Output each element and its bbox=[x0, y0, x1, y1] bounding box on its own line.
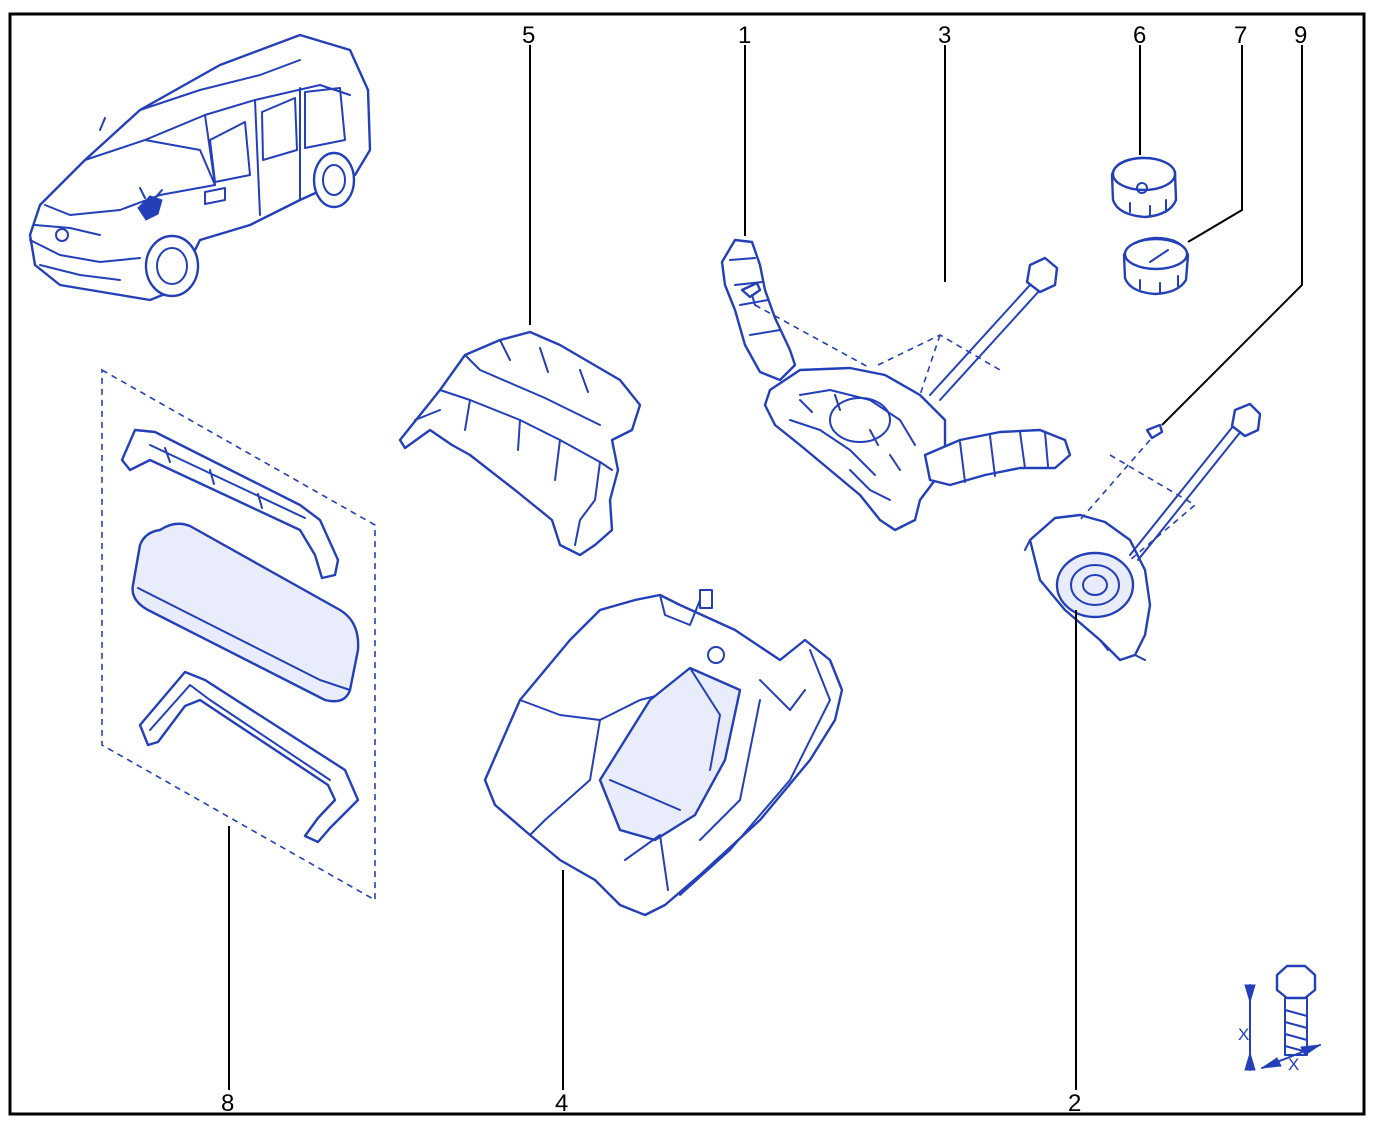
callout-8: 8 bbox=[221, 1090, 234, 1117]
leader-lines bbox=[228, 45, 1303, 1090]
callout-2: 2 bbox=[1068, 1090, 1081, 1117]
callout-9: 9 bbox=[1294, 22, 1307, 49]
dashed-group-outline bbox=[101, 368, 376, 902]
part-2-rotary-connector bbox=[1024, 402, 1262, 662]
callout-3: 3 bbox=[938, 22, 951, 49]
torque-label-a: X bbox=[1238, 1025, 1249, 1044]
part-7-cap bbox=[1122, 236, 1190, 296]
leader-7 bbox=[1187, 45, 1243, 243]
part-4-lower-shroud bbox=[483, 589, 844, 917]
callout-4: 4 bbox=[555, 1090, 568, 1117]
callout-6: 6 bbox=[1133, 22, 1146, 49]
diagram-frame bbox=[8, 12, 1366, 1116]
part-6-cap bbox=[1110, 156, 1178, 219]
vehicle-illustration bbox=[28, 33, 372, 302]
torque-label-b: X bbox=[1288, 1055, 1299, 1074]
part-8-trim-set bbox=[101, 368, 376, 902]
callout-labels: 5 1 3 6 7 9 8 4 2 bbox=[221, 22, 1307, 1117]
part-5-upper-shroud bbox=[398, 330, 642, 557]
torque-symbol: X X bbox=[1238, 964, 1321, 1074]
callout-7: 7 bbox=[1234, 22, 1247, 49]
callout-5: 5 bbox=[522, 22, 535, 49]
leader-9 bbox=[1161, 45, 1303, 426]
part-1-combination-switch bbox=[720, 238, 1072, 532]
callout-1: 1 bbox=[738, 22, 751, 49]
